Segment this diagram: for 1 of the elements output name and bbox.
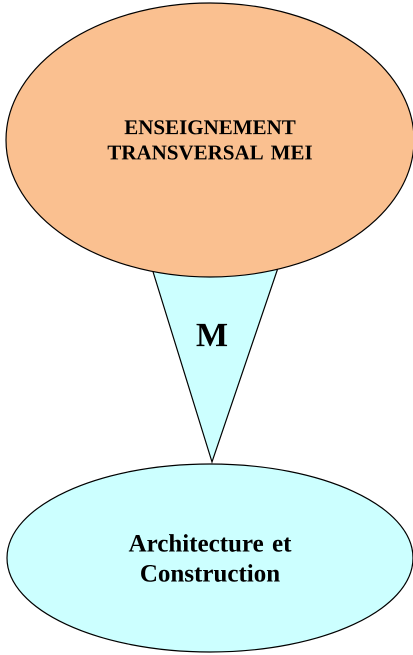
ellipse-node: ENSEIGNEMENT TRANSVERSAL MEI — [5, 2, 413, 278]
